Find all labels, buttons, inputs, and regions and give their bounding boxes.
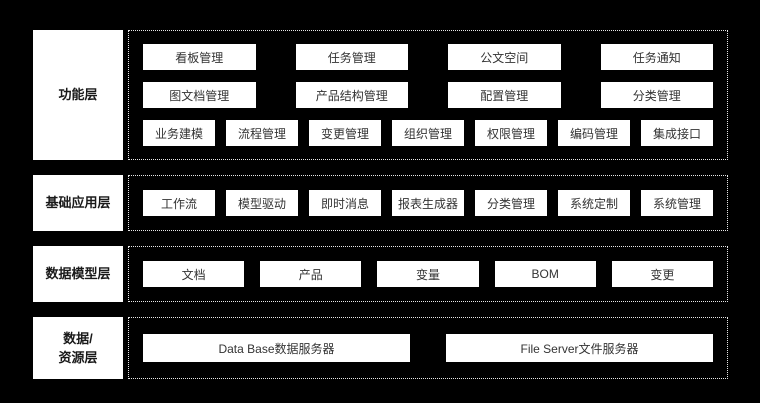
layer-data-resource: 数据/ 资源层 Data Base数据服务器 File Server文件服务器 — [33, 317, 728, 379]
layer-body-data-resource: Data Base数据服务器 File Server文件服务器 — [128, 317, 728, 379]
diagram-node: File Server文件服务器 — [446, 334, 713, 362]
layer-data-model: 数据模型层 文档 产品 变量 BOM 变更 — [33, 246, 728, 302]
layer-body-function: 看板管理 任务管理 公文空间 任务通知 图文档管理 产品结构管理 配置管理 分类… — [128, 30, 728, 160]
diagram-node: 产品结构管理 — [295, 82, 408, 108]
diagram-node: 报表生成器 — [392, 190, 464, 216]
diagram-node: 配置管理 — [448, 82, 561, 108]
diagram-node: 流程管理 — [226, 120, 298, 146]
diagram-node: 分类管理 — [600, 82, 713, 108]
diagram-node: 业务建模 — [143, 120, 215, 146]
layer-body-base-app: 工作流 模型驱动 即时消息 报表生成器 分类管理 系统定制 系统管理 — [128, 175, 728, 231]
diagram-node: 变更管理 — [309, 120, 381, 146]
diagram-node: 系统管理 — [641, 190, 713, 216]
diagram-node: 任务管理 — [295, 44, 408, 70]
diagram-node: 工作流 — [143, 190, 215, 216]
layer-label-data-resource: 数据/ 资源层 — [33, 317, 123, 379]
diagram-node: 模型驱动 — [226, 190, 298, 216]
layer-label-data-model: 数据模型层 — [33, 246, 123, 302]
diagram-node: 任务通知 — [600, 44, 713, 70]
node-row: 工作流 模型驱动 即时消息 报表生成器 分类管理 系统定制 系统管理 — [143, 190, 713, 216]
node-row: 业务建模 流程管理 变更管理 组织管理 权限管理 编码管理 集成接口 — [143, 120, 713, 146]
node-row: Data Base数据服务器 File Server文件服务器 — [143, 334, 713, 362]
node-row: 看板管理 任务管理 公文空间 任务通知 — [143, 44, 713, 70]
diagram-node: 集成接口 — [641, 120, 713, 146]
layer-base-app: 基础应用层 工作流 模型驱动 即时消息 报表生成器 分类管理 系统定制 系统管理 — [33, 175, 728, 231]
layer-label-base-app: 基础应用层 — [33, 175, 123, 231]
diagram-node: 编码管理 — [558, 120, 630, 146]
diagram-node: 即时消息 — [309, 190, 381, 216]
layer-function: 功能层 看板管理 任务管理 公文空间 任务通知 图文档管理 产品结构管理 配置管… — [33, 30, 728, 160]
diagram-node: 产品 — [260, 261, 362, 287]
diagram-node: 权限管理 — [475, 120, 547, 146]
diagram-node: 系统定制 — [558, 190, 630, 216]
diagram-node: 变更 — [611, 261, 714, 287]
layer-body-data-model: 文档 产品 变量 BOM 变更 — [128, 246, 728, 302]
diagram-node: 公文空间 — [448, 44, 561, 70]
diagram-node: Data Base数据服务器 — [143, 334, 410, 362]
diagram-node: 文档 — [143, 261, 245, 287]
node-row: 图文档管理 产品结构管理 配置管理 分类管理 — [143, 82, 713, 108]
diagram-node: 分类管理 — [475, 190, 547, 216]
node-row: 文档 产品 变量 BOM 变更 — [143, 261, 714, 287]
diagram-node: 图文档管理 — [143, 82, 256, 108]
diagram-node: 组织管理 — [392, 120, 464, 146]
layer-label-function: 功能层 — [33, 30, 123, 160]
diagram-node: 变量 — [377, 261, 479, 287]
diagram-node: BOM — [494, 261, 596, 287]
diagram-node: 看板管理 — [143, 44, 256, 70]
